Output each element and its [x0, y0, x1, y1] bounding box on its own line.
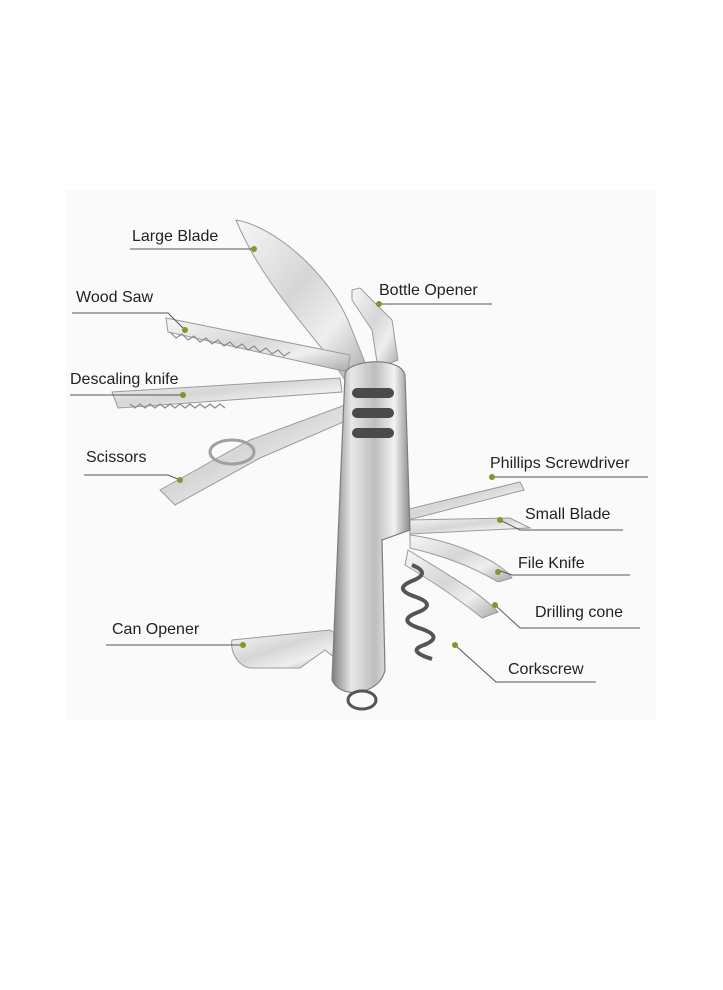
dot-scissors: [177, 477, 183, 483]
leader-drilling-cone: [494, 604, 640, 629]
key-ring: [346, 689, 378, 711]
label-drilling-cone: Drilling cone: [535, 604, 624, 621]
handle-slot-2: [352, 408, 394, 418]
label-phillips-screwdriver: Phillips Screwdriver: [490, 455, 630, 472]
label-small-blade: Small Blade: [525, 506, 611, 523]
label-corkscrew: Corkscrew: [508, 661, 584, 678]
dot-wood-saw: [182, 327, 188, 333]
corkscrew-shape: [401, 563, 436, 661]
leader-corkscrew: [454, 644, 596, 683]
drilling-cone-shape: [404, 549, 499, 619]
dot-small-blade: [497, 517, 503, 523]
label-descaling-knife: Descaling knife: [70, 371, 179, 388]
dot-corkscrew: [452, 642, 458, 648]
label-file-knife: File Knife: [518, 555, 585, 572]
descaling-knife-shape: [111, 377, 343, 409]
dot-file-knife: [495, 569, 501, 575]
leader-file-knife: [497, 569, 630, 576]
can-opener-shape: [231, 629, 346, 669]
dot-can-opener: [240, 642, 246, 648]
handle-slot-3: [352, 428, 394, 438]
dot-descaling-knife: [180, 392, 186, 398]
descaling-knife-teeth: [129, 403, 226, 409]
label-large-blade: Large Blade: [132, 228, 219, 245]
dot-phillips-screwdriver: [489, 474, 495, 480]
leader-lines: [70, 248, 648, 683]
file-knife-shape: [409, 534, 513, 583]
leader-small-blade: [499, 519, 623, 531]
dot-bottle-opener: [376, 301, 382, 307]
leader-wood-saw: [72, 312, 186, 331]
leader-scissors: [84, 474, 181, 481]
wood-saw-teeth: [169, 331, 291, 357]
dot-drilling-cone: [492, 602, 498, 608]
label-bottle-opener: Bottle Opener: [379, 282, 478, 299]
knife-handle: [331, 361, 411, 693]
scissors-handle: [208, 438, 256, 466]
marker-dots: [177, 246, 503, 648]
label-can-opener: Can Opener: [112, 621, 200, 638]
phillips-screwdriver-shape: [404, 481, 525, 521]
label-scissors: Scissors: [86, 449, 147, 466]
dot-large-blade: [251, 246, 257, 252]
label-wood-saw: Wood Saw: [76, 289, 154, 306]
handle-slot-1: [352, 388, 394, 398]
